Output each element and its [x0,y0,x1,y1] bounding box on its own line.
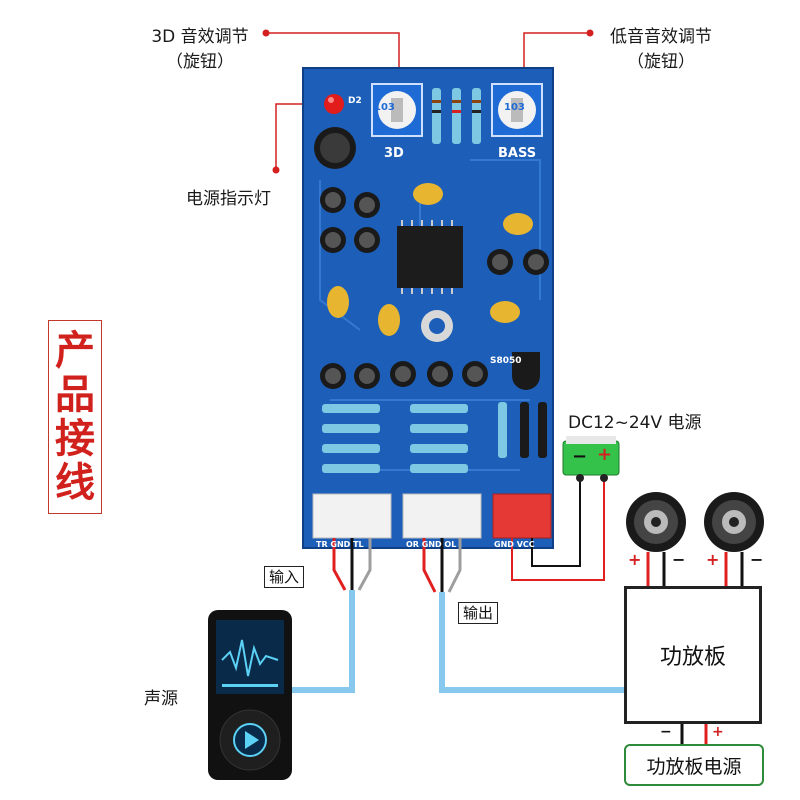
label-bass-effect: 低音音效调节 （旋钮） [596,22,726,72]
pins-input: TR GND TL [316,540,364,549]
capacitors-electrolytic [320,187,549,389]
label-dc-power: DC12~24V 电源 [568,413,702,433]
power-connector [492,493,552,539]
input-wires [332,538,372,591]
label-power-led: 电源指示灯 [186,189,271,209]
knob-3d-marking: 103 [374,102,395,113]
title-char: 品 [55,372,95,418]
resistors-top [432,88,481,144]
signal-cables [292,590,624,693]
silk-bass: BASS [498,146,537,161]
speaker-right-plus: + [706,550,720,569]
label-output: 输出 [458,602,499,624]
label-3d-effect: 3D 音效调节 （旋钮） [138,22,262,72]
amp-power-plus: + [712,724,724,740]
label-3d-effect-line2: （旋钮） [166,52,234,72]
label-bass-effect-line2: （旋钮） [627,52,695,72]
leader-3d-dot [262,29,270,37]
speaker-right [704,492,764,552]
amp-power-wires [680,724,708,744]
amplifier-power-box: 功放板电源 [624,744,764,786]
ic-chip [397,226,463,288]
input-connector [312,493,392,539]
product-wiring-title: 产 品 接 线 [48,320,102,514]
power-led [324,94,344,114]
dc-power-wires [511,476,605,581]
amp-power-minus: − [660,724,672,740]
resistors-bottom [322,402,547,473]
label-input: 输入 [264,566,305,588]
speaker-left [626,492,686,552]
title-char: 线 [55,460,95,506]
silk-3d: 3D [384,146,404,161]
ceramic-caps [327,183,533,336]
transistor [512,352,540,390]
speaker-wires [646,552,744,586]
silk-transistor: S8050 [490,356,522,366]
label-bass-effect-line1: 低音音效调节 [610,27,712,47]
dc-plus: + [597,444,613,465]
leader-bass-dot [586,29,594,37]
title-char: 接 [55,416,95,462]
title-char: 产 [55,328,95,374]
led-ref: D2 [348,96,362,106]
label-3d-effect-line1: 3D 音效调节 [151,27,249,47]
amplifier-board: 功放板 [624,586,762,724]
knob-bass-marking: 103 [504,102,525,113]
pins-power: GND VCC [494,540,535,549]
speaker-right-minus: − [750,550,764,569]
amplifier-power-label: 功放板电源 [646,755,742,778]
output-connector [402,493,482,539]
pins-output: OR GND OL [406,540,457,549]
dc-minus: − [572,446,588,467]
output-wires [422,538,462,593]
speaker-left-plus: + [628,550,642,569]
leader-led-dot [272,166,280,174]
audio-source-player [208,610,292,780]
amplifier-label: 功放板 [659,645,726,670]
label-source: 声源 [144,689,178,709]
speaker-left-minus: − [672,550,686,569]
